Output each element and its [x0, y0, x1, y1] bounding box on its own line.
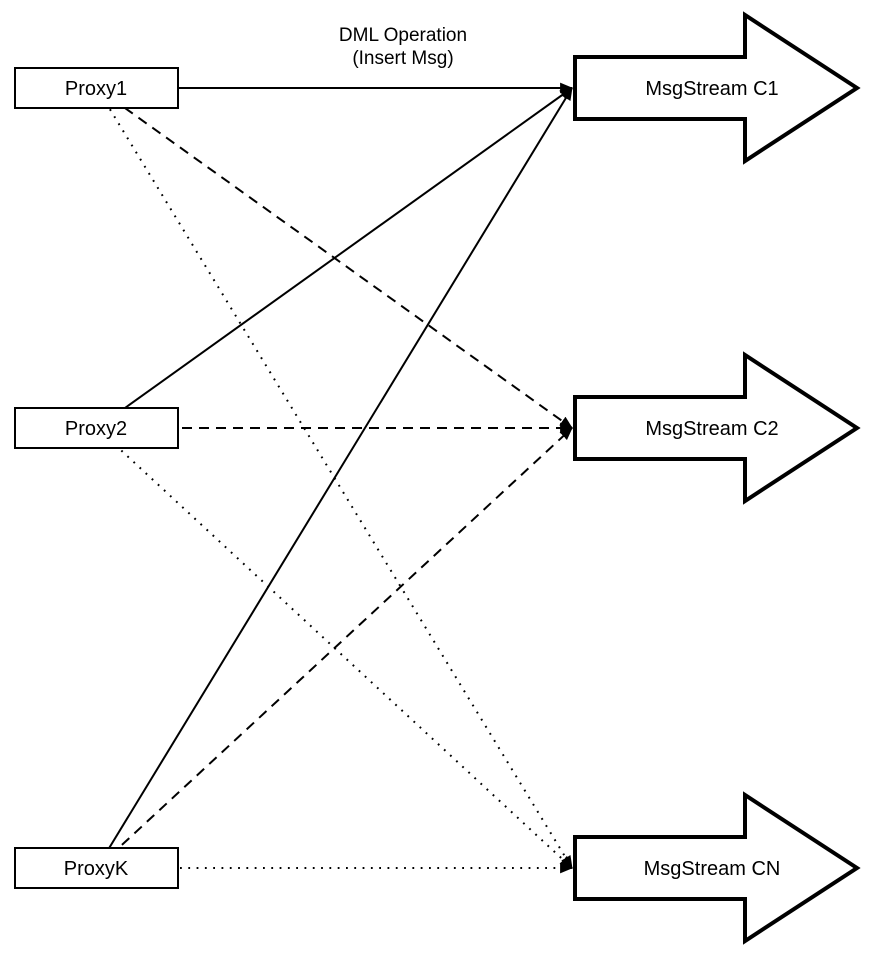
msgstream-c2-arrow: [573, 351, 861, 505]
msgstream-c2-node: MsgStream C2: [573, 351, 861, 505]
annotation-line1: DML Operation: [339, 25, 467, 46]
proxy-nodes-layer: Proxy1 Proxy2 ProxyK: [14, 67, 179, 889]
msgstream-c1-arrow: [573, 11, 861, 165]
msgstream-cn-arrow: [573, 791, 861, 945]
proxy2-box: [14, 407, 179, 449]
proxy1-box: [14, 67, 179, 109]
edge-proxy2-to-msgstream-c1: [96, 87, 573, 429]
proxy2-node: Proxy2: [14, 407, 179, 449]
msgstream-cn-label: MsgStream CN: [644, 858, 781, 880]
msgstream-c2-label: MsgStream C2: [645, 418, 778, 440]
proxy2-label: Proxy2: [65, 418, 127, 440]
stream-nodes-layer: MsgStream C1 MsgStream C2 MsgStream CN: [573, 11, 861, 945]
proxy1-label: Proxy1: [65, 78, 127, 100]
edge-proxyk-to-msgstream-c1: [96, 87, 573, 869]
msgstream-c1-label: MsgStream C1: [645, 78, 778, 100]
msgstream-c1-node: MsgStream C1: [573, 11, 861, 165]
diagram-annotation: DML Operation (Insert Msg): [339, 25, 467, 69]
msgstream-cn-node: MsgStream CN: [573, 791, 861, 945]
proxyk-box: [14, 847, 179, 889]
edges-layer: [96, 82, 574, 874]
annotation-line2: (Insert Msg): [352, 48, 453, 69]
proxyk-node: ProxyK: [14, 847, 179, 889]
edge-proxyk-to-msgstream-c2: [96, 427, 573, 869]
proxyk-label: ProxyK: [64, 858, 129, 880]
proxy1-node: Proxy1: [14, 67, 179, 109]
